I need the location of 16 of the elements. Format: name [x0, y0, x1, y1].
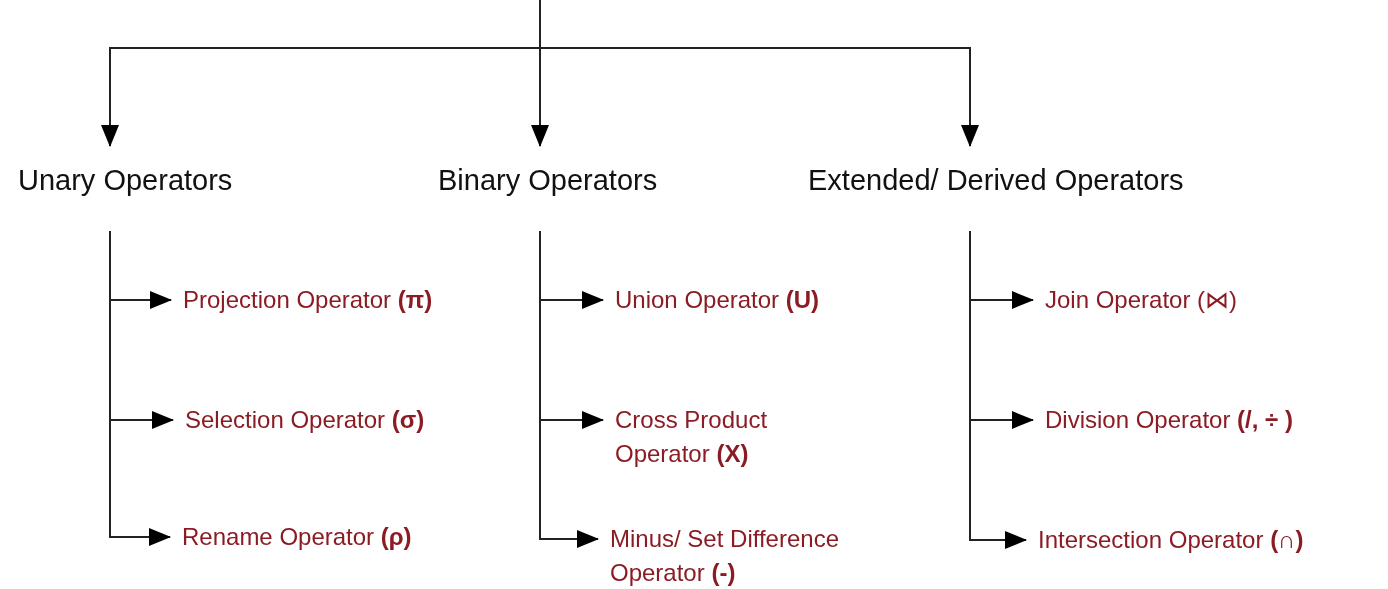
category-heading: Extended/ Derived Operators — [808, 163, 1184, 197]
category-heading: Unary Operators — [18, 163, 233, 197]
operator-label: Projection Operator (π) — [183, 283, 433, 317]
operator-label: Division Operator (/, ÷ ) — [1045, 403, 1293, 437]
arrow — [969, 230, 1027, 549]
operator-label: Join Operator (⋈) — [1045, 283, 1238, 317]
operator-label: Union Operator (U) — [615, 283, 820, 317]
operator-label: Cross Product Operator (X) — [615, 403, 825, 471]
arrow — [539, 230, 599, 548]
operator-label: Intersection Operator (∩) — [1038, 523, 1304, 557]
operator-label: Selection Operator (σ) — [185, 403, 425, 437]
operator-label: Minus/ Set Difference Operator (-) — [610, 522, 910, 589]
arrow — [109, 230, 171, 546]
category-heading: Binary Operators — [438, 163, 658, 197]
operator-label: Rename Operator (ρ) — [182, 520, 412, 554]
arrow — [539, 0, 979, 147]
